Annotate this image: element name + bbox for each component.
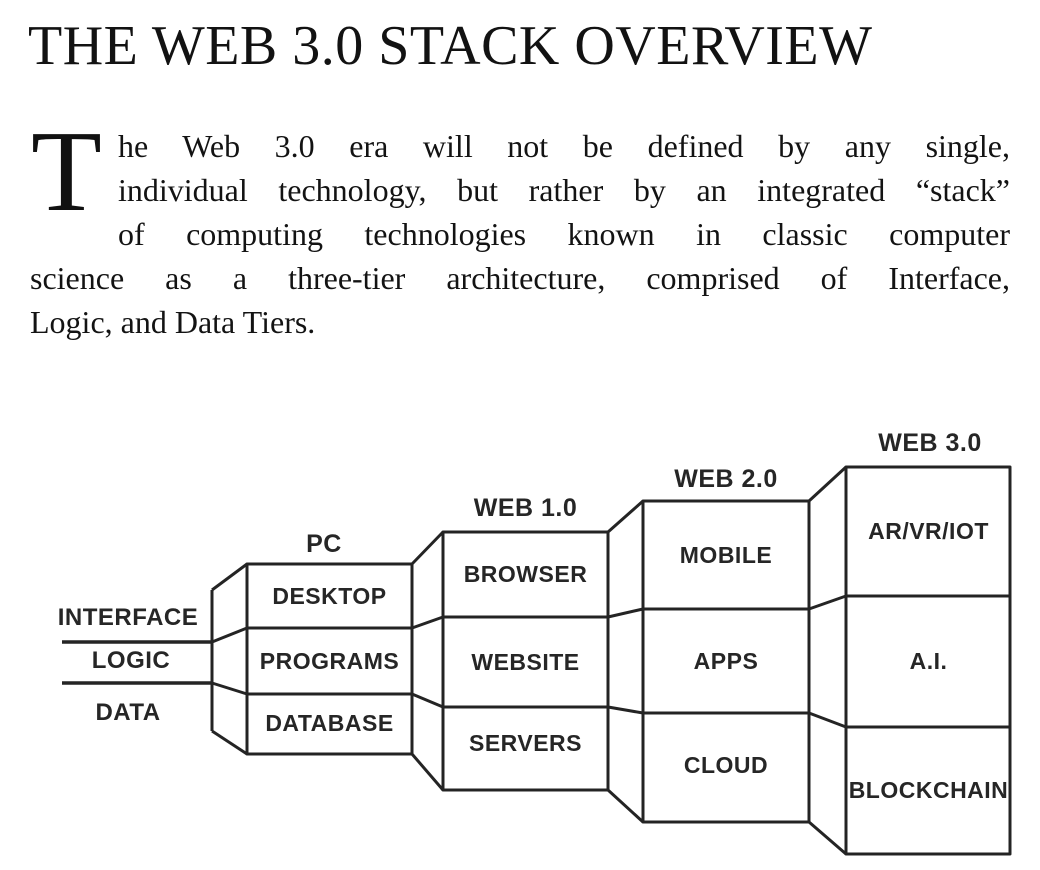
connector-line [211, 681, 248, 696]
connector-pc-web1 [410, 530, 445, 791]
connector-line [410, 530, 445, 566]
cell-browser: BROWSER [464, 561, 588, 587]
tier-rails [62, 590, 214, 731]
connector-line [807, 465, 848, 503]
tier-label-data: DATA [95, 699, 160, 726]
drop-cap: T [31, 108, 102, 236]
column-header-web2: WEB 2.0 [674, 465, 778, 493]
intro-line-4: science as a three-tier architecture, co… [30, 260, 1010, 296]
connector-line [211, 562, 248, 592]
intro-paragraph: he Web 3.0 era will not be defined by an… [30, 124, 1010, 344]
intro-line-3: of computing technologies known in class… [118, 216, 1010, 252]
column-header-web1: WEB 1.0 [474, 494, 578, 522]
connector-line [411, 692, 444, 709]
cell-blockchain: BLOCKCHAIN [849, 777, 1009, 803]
connector-line [211, 729, 248, 756]
column-web3-box [844, 465, 1012, 856]
connector-line [808, 820, 847, 856]
tier-label-interface: INTERFACE [58, 604, 199, 631]
page-title: THE WEB 3.0 STACK OVERVIEW [28, 15, 873, 77]
connector-line [808, 711, 847, 729]
column-web1 [441, 530, 610, 792]
column-header-web3: WEB 3.0 [878, 429, 982, 457]
connector-line [211, 626, 248, 644]
intro-line-2: individual technology, but rather by an … [118, 172, 1010, 208]
connector-line [607, 705, 644, 715]
cell-ai: A.I. [910, 648, 948, 674]
column-web2-box [641, 499, 811, 824]
stack-diagram: INTERFACE LOGIC DATA PC WEB 1.0 WEB 2.0 … [58, 429, 1012, 856]
column-web3 [844, 465, 1012, 856]
connector-line [410, 753, 445, 791]
column-web1-box [441, 530, 610, 792]
cell-cloud: CLOUD [684, 752, 768, 778]
cell-servers: SERVERS [469, 730, 582, 756]
connector-funnel-pc [211, 562, 248, 756]
column-web2 [641, 499, 811, 824]
cell-database: DATABASE [265, 710, 393, 736]
cell-programs: PROGRAMS [260, 648, 399, 674]
column-header-pc: PC [306, 530, 342, 558]
connector-web1-web2 [606, 499, 645, 824]
connector-line [808, 594, 847, 611]
cell-apps: APPS [694, 648, 759, 674]
cell-desktop: DESKTOP [272, 583, 386, 609]
cell-ar-vr-iot: AR/VR/IOT [868, 518, 989, 544]
connector-line [607, 607, 644, 619]
cell-mobile: MOBILE [680, 542, 772, 568]
connector-line [606, 788, 645, 824]
intro-line-1: he Web 3.0 era will not be defined by an… [118, 128, 1010, 164]
intro-line-5: Logic, and Data Tiers. [30, 304, 316, 340]
column-pc [245, 562, 414, 756]
cell-website: WEBSITE [471, 649, 579, 675]
tier-label-logic: LOGIC [92, 647, 171, 674]
connector-line [607, 499, 644, 534]
column-pc-box [245, 562, 414, 756]
connector-web2-web3 [807, 465, 848, 856]
connector-line [411, 615, 444, 630]
